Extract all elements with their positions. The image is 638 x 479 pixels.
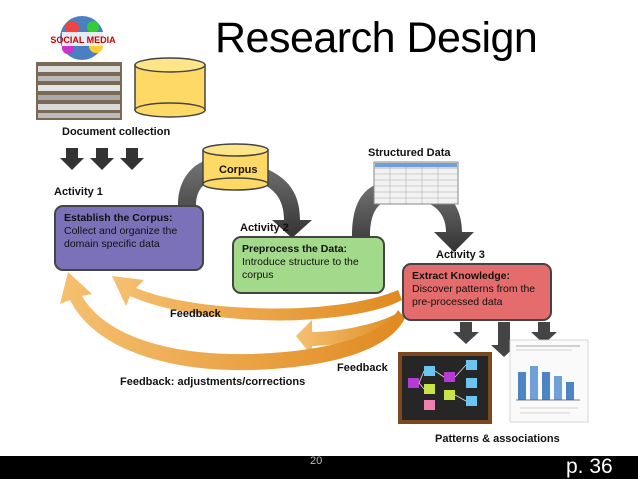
corpus-label: Corpus: [219, 164, 258, 176]
svg-text:SOCIAL MEDIA: SOCIAL MEDIA: [50, 35, 116, 45]
document-stack-image: [36, 62, 122, 120]
diagram-graphics: SOCIAL MEDIA: [36, 16, 589, 424]
feedback-label-2: Feedback: [337, 362, 388, 374]
page-reference: p. 36: [566, 455, 613, 478]
activity-3-label: Activity 3: [436, 249, 485, 261]
feedback-arrow-small: [112, 276, 402, 321]
patterns-associations-label: Patterns & associations: [435, 433, 560, 445]
box-title: Preprocess the Data:: [242, 243, 348, 255]
establish-corpus-box: Establish the Corpus: Collect and organi…: [54, 205, 204, 271]
structured-data-table: [373, 161, 459, 205]
feedback-arrow-mid: [296, 312, 402, 356]
box-body: Collect and organize the domain specific…: [64, 225, 178, 250]
feedback-label-1: Feedback: [170, 308, 221, 320]
down-arrow-icons: [60, 148, 144, 170]
box-title: Extract Knowledge:: [412, 270, 511, 282]
box-title: Establish the Corpus:: [64, 212, 173, 224]
page-number: 20: [310, 455, 323, 467]
feedback-arrow-large: [60, 272, 405, 371]
social-media-logo: SOCIAL MEDIA: [50, 16, 116, 60]
extract-knowledge-box: Extract Knowledge: Discover patterns fro…: [402, 263, 552, 321]
corpus-database: [202, 143, 269, 191]
patterns-bar-chart-image: [509, 339, 589, 423]
document-collection-label: Document collection: [62, 126, 171, 138]
feedback-adjustments-label: Feedback: adjustments/corrections: [120, 376, 306, 388]
slide-title: Research Design: [215, 14, 538, 62]
preprocess-data-box: Preprocess the Data: Introduce structure…: [232, 236, 385, 294]
patterns-blackboard-image: [398, 352, 492, 424]
database-icon: [134, 57, 206, 118]
activity-1-label: Activity 1: [54, 186, 103, 198]
activity-2-label: Activity 2: [240, 222, 289, 234]
structured-data-label: Structured Data: [368, 147, 451, 159]
diagram-panel: SOCIAL MEDIA: [0, 0, 638, 456]
box-body: Introduce structure to the corpus: [242, 256, 359, 281]
box-body: Discover patterns from the pre-processed…: [412, 283, 536, 308]
